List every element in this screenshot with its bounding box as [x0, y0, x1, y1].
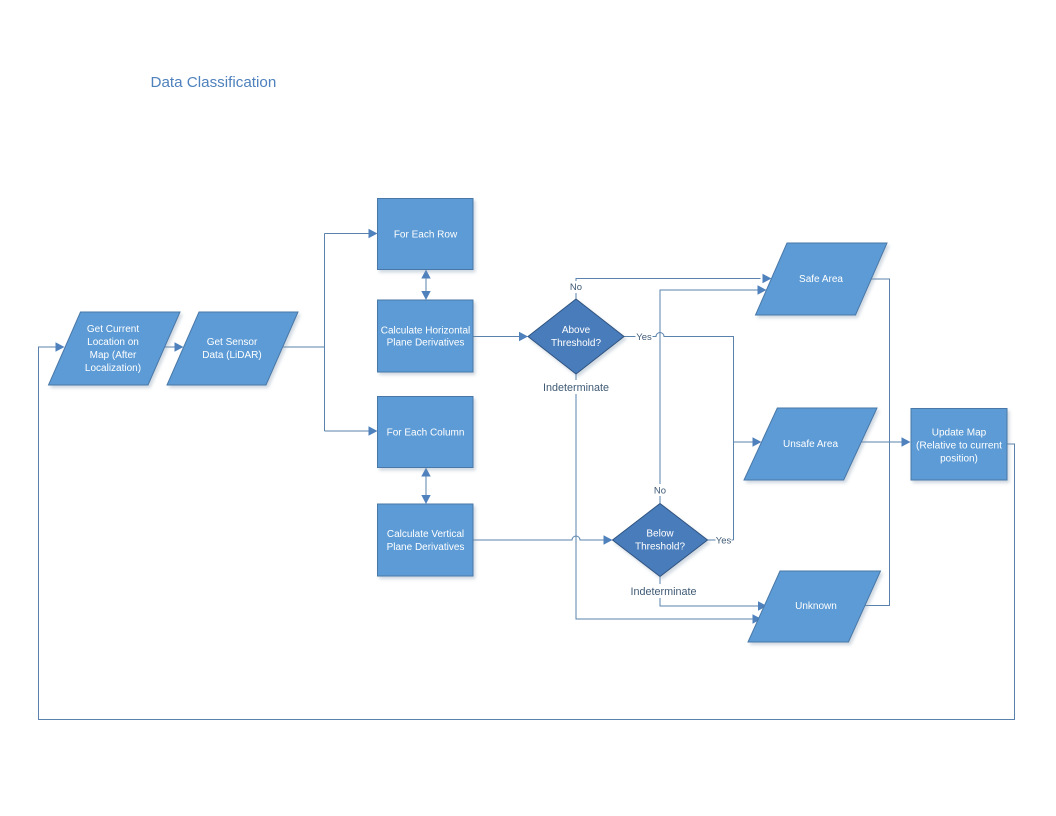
svg-text:Plane Derivatives: Plane Derivatives [387, 542, 465, 553]
svg-text:Yes: Yes [636, 332, 652, 343]
svg-text:Unknown: Unknown [795, 601, 837, 612]
svg-text:For Each Row: For Each Row [394, 230, 458, 241]
svg-text:No: No [654, 486, 666, 497]
svg-text:position): position) [940, 454, 978, 465]
svg-text:Data (LiDAR): Data (LiDAR) [202, 350, 261, 361]
svg-text:Plane Derivatives: Plane Derivatives [387, 338, 465, 349]
svg-text:Data Classification: Data Classification [151, 74, 277, 91]
svg-text:Unsafe Area: Unsafe Area [783, 439, 838, 450]
svg-text:No: No [570, 282, 582, 293]
svg-text:Update Map: Update Map [932, 428, 987, 439]
svg-text:Calculate Vertical: Calculate Vertical [387, 529, 464, 540]
svg-text:Indeterminate: Indeterminate [543, 382, 609, 394]
svg-text:Map (After: Map (After [90, 350, 137, 361]
svg-text:Localization): Localization) [85, 363, 141, 374]
svg-text:(Relative to current: (Relative to current [916, 441, 1002, 452]
svg-text:Above: Above [562, 325, 591, 336]
svg-text:Get Current: Get Current [87, 324, 139, 335]
svg-text:Threshold?: Threshold? [551, 338, 601, 349]
svg-text:Location on: Location on [87, 337, 139, 348]
svg-text:Safe Area: Safe Area [799, 274, 843, 285]
svg-text:Below: Below [646, 529, 674, 540]
svg-text:Get Sensor: Get Sensor [207, 337, 258, 348]
svg-text:Indeterminate: Indeterminate [630, 586, 696, 598]
svg-text:For Each Column: For Each Column [387, 428, 465, 439]
svg-text:Calculate Horizontal: Calculate Horizontal [381, 325, 471, 336]
svg-text:Threshold?: Threshold? [635, 542, 685, 553]
svg-text:Yes: Yes [716, 536, 732, 547]
